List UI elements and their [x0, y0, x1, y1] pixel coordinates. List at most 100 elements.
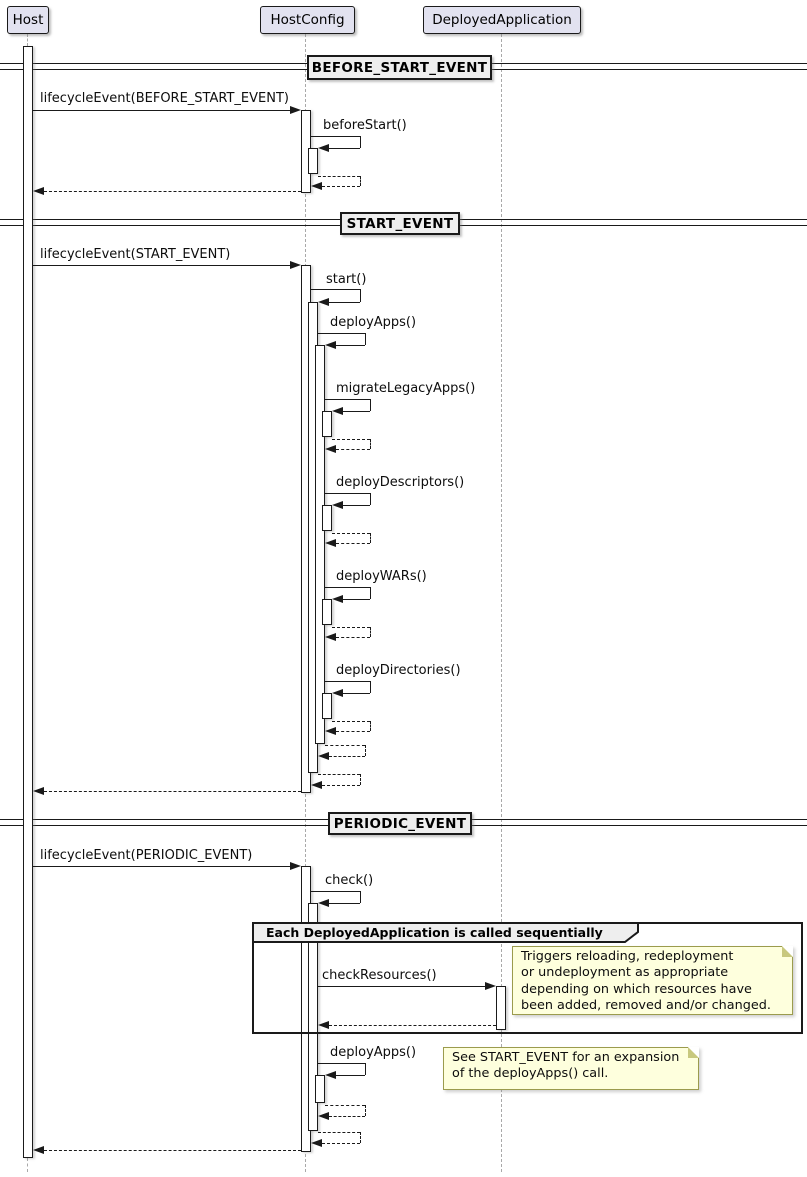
self-call-line — [365, 1063, 366, 1075]
arrowhead — [318, 1021, 329, 1029]
note-fold-icon — [688, 1047, 699, 1058]
lifeline-deployedapplication — [501, 34, 502, 1172]
participant-hostconfig-label: HostConfig — [270, 12, 345, 28]
arrowhead — [325, 341, 336, 349]
self-call-line — [325, 493, 370, 494]
message-label: start() — [326, 272, 367, 287]
return-line — [322, 785, 360, 786]
self-call-line — [370, 399, 371, 411]
note-line: or undeployment as appropriate — [521, 965, 729, 981]
arrowhead — [318, 298, 329, 306]
return-line — [329, 1025, 496, 1026]
return-line — [336, 449, 370, 450]
activation-hostconfig-nested — [322, 505, 332, 531]
self-call-line — [318, 1063, 365, 1064]
self-call-line — [360, 891, 361, 903]
message-label: check() — [325, 873, 374, 888]
message-label: checkResources() — [322, 968, 437, 983]
self-call-line — [360, 289, 361, 302]
self-call-line — [370, 493, 371, 505]
arrowhead — [33, 1146, 44, 1154]
return-line — [336, 731, 370, 732]
divider-before-start-event-label: BEFORE_START_EVENT — [311, 59, 488, 76]
self-call-line — [311, 289, 360, 290]
return-line — [44, 791, 301, 792]
return-line — [370, 439, 371, 449]
arrowhead — [332, 501, 343, 509]
return-line — [325, 745, 365, 746]
return-line — [336, 543, 370, 544]
arrowhead — [485, 982, 496, 990]
activation-hostconfig-nested — [315, 345, 325, 744]
return-line — [318, 774, 360, 775]
return-line — [44, 1150, 301, 1151]
self-call-line — [329, 148, 360, 149]
message-label: deployWARs() — [336, 569, 427, 584]
arrowhead — [33, 787, 44, 795]
message-label: lifecycleEvent(START_EVENT) — [40, 247, 231, 262]
message-line — [318, 986, 485, 987]
self-call-line — [336, 1075, 365, 1076]
note-line: of the deployApps() call. — [452, 1066, 609, 1082]
arrowhead — [325, 727, 336, 735]
return-line — [336, 637, 370, 638]
message-label: migrateLegacyApps() — [336, 381, 476, 396]
arrowhead — [325, 1071, 336, 1079]
divider-before-start-event: BEFORE_START_EVENT — [307, 55, 492, 80]
message-label: deployApps() — [330, 1045, 417, 1060]
divider-start-event: START_EVENT — [340, 212, 460, 235]
return-line — [329, 1116, 365, 1117]
message-label: deployApps() — [330, 315, 417, 330]
return-line — [325, 1105, 365, 1106]
return-line — [365, 745, 366, 756]
self-call-line — [325, 399, 370, 400]
note-line: been added, removed and/or changed. — [521, 998, 771, 1014]
return-line — [332, 627, 370, 628]
participant-deployedapplication: DeployedApplication — [423, 6, 581, 34]
activation-host — [23, 46, 33, 1158]
message-line — [33, 265, 290, 266]
self-call-line — [370, 587, 371, 599]
self-call-line — [311, 891, 360, 892]
return-line — [318, 1132, 360, 1133]
divider-periodic-event: PERIODIC_EVENT — [328, 812, 472, 835]
return-line — [332, 533, 370, 534]
activation-hostconfig-nested — [322, 693, 332, 719]
return-line — [318, 176, 360, 177]
arrowhead — [290, 106, 301, 114]
note-fold-icon — [782, 946, 793, 957]
activation-hostconfig-nested — [322, 411, 332, 437]
return-line — [332, 439, 370, 440]
self-call-line — [360, 136, 361, 148]
self-call-line — [365, 333, 366, 345]
message-label: beforeStart() — [323, 118, 407, 133]
return-line — [360, 176, 361, 186]
arrowhead — [318, 144, 329, 152]
lifeline-host-tail — [27, 1158, 28, 1172]
lifeline-host — [27, 34, 28, 46]
return-line — [322, 1143, 360, 1144]
arrowhead — [325, 633, 336, 641]
message-line — [33, 110, 290, 111]
participant-host-label: Host — [12, 12, 44, 28]
arrowhead — [311, 182, 322, 190]
arrowhead — [318, 899, 329, 907]
participant-deployedapplication-label: DeployedApplication — [432, 12, 572, 28]
return-line — [329, 756, 365, 757]
message-label: deployDescriptors() — [336, 475, 465, 490]
note-line: depending on which resources have — [521, 981, 752, 997]
arrowhead — [290, 261, 301, 269]
message-label: lifecycleEvent(BEFORE_START_EVENT) — [40, 91, 289, 106]
arrowhead — [318, 1112, 329, 1120]
self-call-line — [311, 136, 360, 137]
group-title: Each DeployedApplication is called seque… — [266, 925, 603, 940]
self-call-line — [329, 302, 360, 303]
activation-hostconfig-nested — [315, 1075, 325, 1103]
message-label: lifecycleEvent(PERIODIC_EVENT) — [40, 848, 253, 863]
arrowhead — [332, 595, 343, 603]
self-call-line — [343, 505, 370, 506]
note-line: Triggers reloading, redeployment — [521, 949, 734, 964]
participant-hostconfig: HostConfig — [260, 6, 355, 34]
arrowhead — [33, 187, 44, 195]
self-call-line — [343, 411, 370, 412]
